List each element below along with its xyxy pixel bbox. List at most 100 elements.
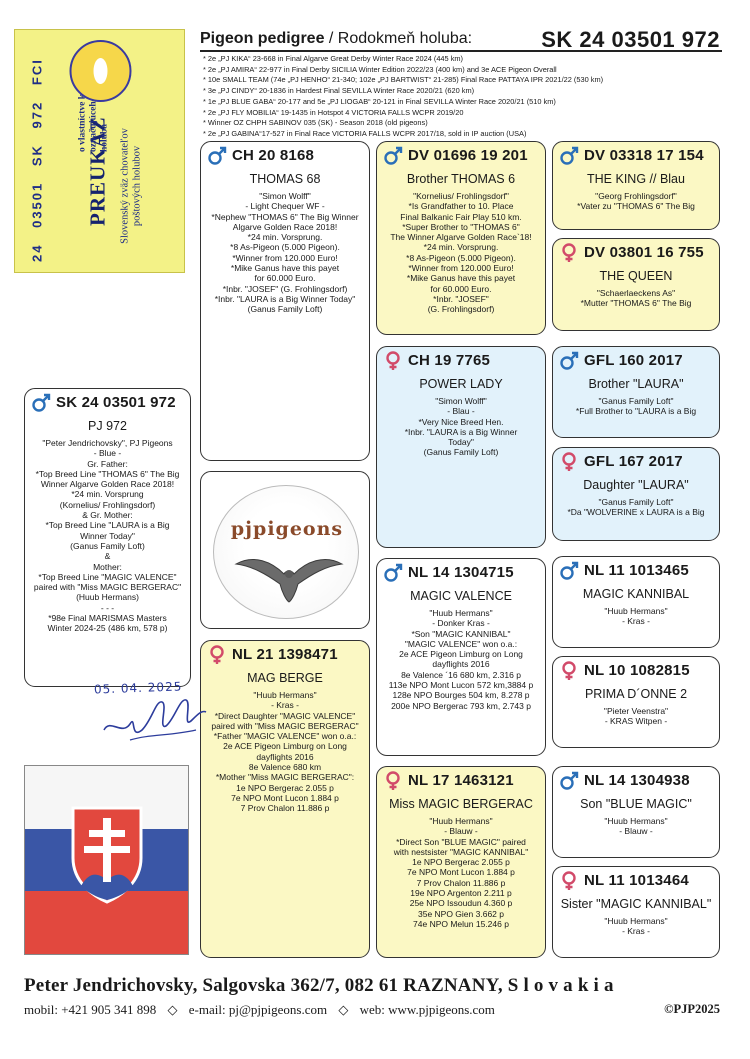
description-line: "Huub Hermans"	[380, 816, 542, 826]
pigeon-card-sire-dam: CH 19 7765POWER LADY "Simon Wolff"- Blau …	[376, 346, 546, 548]
male-symbol-icon	[31, 393, 51, 413]
mobile-number: mobil: +421 905 341 898	[24, 1002, 156, 1017]
female-symbol-icon	[207, 645, 227, 665]
ring-number: GFL 167 2017	[584, 453, 683, 470]
page-title: Pigeon pedigree / Rodokmeň holuba:	[200, 30, 472, 48]
result-item: * 1e „PJ BLUE GABA“ 20-177 and 5e „PJ LI…	[203, 97, 723, 108]
pigeon-description: "Ganus Family Loft"*Full Brother to "LAU…	[553, 396, 719, 417]
description-line: "Huub Hermans"	[380, 608, 542, 618]
pigeon-name: Brother "LAURA"	[553, 377, 719, 391]
card-header: NL 21 1398471	[201, 641, 369, 665]
result-item: * 3e „PJ CINDY“ 20-1836 in Hardest Final…	[203, 86, 723, 97]
description-line: 2e ACE Pigeon Limburg on Long	[380, 649, 542, 659]
ring-number: GFL 160 2017	[584, 352, 683, 369]
logo-text: pjpigeons	[214, 518, 360, 540]
description-line: Mother:	[28, 562, 187, 572]
description-line: *Vater zu "THOMAS 6" The Big	[556, 201, 716, 211]
ring-number: CH 20 8168	[232, 147, 314, 164]
separator-diamond: ◇	[168, 1002, 178, 1017]
pigeon-name: THOMAS 68	[201, 172, 369, 186]
description-line: *8 As-Pigeon (5.000 Pigeon).	[204, 242, 366, 252]
description-line: *24 min. Vorsprung.	[204, 232, 366, 242]
description-line: 35e NPO Gien 3.662 p	[380, 909, 542, 919]
description-line: *Mike Ganus have this payet	[380, 273, 542, 283]
ring-number: NL 14 1304715	[408, 564, 514, 581]
description-line: 7e NPO Mont Lucon 1.884 p	[204, 793, 366, 803]
description-line: *24 min. Vorsprung	[28, 489, 187, 499]
description-line: "Huub Hermans"	[556, 606, 716, 616]
description-line: *Inbr. "JOSEF" (G. Frohlingsdorf)	[204, 284, 366, 294]
female-symbol-icon	[559, 452, 579, 472]
description-line: "Ganus Family Loft"	[556, 497, 716, 507]
card-header: DV 01696 19 201	[377, 142, 545, 166]
ring-number: NL 11 1013465	[584, 562, 689, 579]
description-line: *Super Brother to "THOMAS 6"	[380, 222, 542, 232]
card-header: NL 10 1082815	[553, 657, 719, 681]
female-symbol-icon	[559, 871, 579, 891]
ring-number: NL 14 1304938	[584, 772, 690, 789]
card-header: DV 03801 16 755	[553, 239, 719, 263]
association-logo	[69, 40, 131, 102]
card-header: GFL 167 2017	[553, 448, 719, 472]
description-line: dayflights 2016	[204, 752, 366, 762]
ring-number: DV 03318 17 154	[584, 147, 704, 164]
description-line: *Da "WOLVERINE x LAURA is a Big	[556, 507, 716, 517]
description-line: Final Balkanic Fair Play 510 km.	[380, 212, 542, 222]
description-line: 7e NPO Mont Lucon 1.884 p	[380, 867, 542, 877]
email-link[interactable]: e-mail: pj@pjpigeons.com	[189, 1002, 327, 1017]
description-line: *Top Breed Line "LAURA is a Big	[28, 520, 187, 530]
description-line: with nestsister "MAGIC KANNIBAL"	[380, 847, 542, 857]
description-line: 113e NPO Mont Lucon 572 km,3884 p	[380, 680, 542, 690]
pigeon-name: PJ 972	[25, 419, 190, 433]
web-link[interactable]: web: www.pjpigeons.com	[360, 1002, 495, 1017]
male-symbol-icon	[559, 146, 579, 166]
pigeon-name: Miss MAGIC BERGERAC	[377, 797, 545, 811]
pigeon-name: Daughter "LAURA"	[553, 478, 719, 492]
ring-year: 24	[29, 244, 44, 262]
description-line: 2e ACE Pigeon Limburg on Long	[204, 741, 366, 751]
association-name: Slovenský zväz chovateľov poštových holu…	[119, 106, 143, 266]
description-line: 8e Valence ´16 680 km, 2.316 p	[380, 670, 542, 680]
pigeon-name: PRIMA D´ONNE 2	[553, 687, 719, 701]
description-line: *Is Grandfather to 10. Place	[380, 201, 542, 211]
header-divider	[200, 50, 722, 52]
breeder-address: Peter Jendrichovsky, Salgovska 362/7, 08…	[24, 975, 614, 997]
description-line: "Georg Frohlingsdorf"	[556, 191, 716, 201]
ownership-ring-number: 24 03501 SK 972 FCI	[29, 48, 44, 262]
pigeon-name: Sister "MAGIC KANNIBAL"	[553, 897, 719, 911]
male-symbol-icon	[207, 146, 227, 166]
title-en: Pigeon pedigree	[200, 30, 324, 47]
result-item: * 10e SMALL TEAM (74e „PJ HENHO“ 21-340;…	[203, 75, 723, 86]
description-line: *Top Breed Line "MAGIC VALENCE"	[28, 572, 187, 582]
ring-number: CH 19 7765	[408, 352, 490, 369]
description-line: "Pieter Veenstra"	[556, 706, 716, 716]
description-line: (Ganus Family Loft)	[380, 447, 542, 457]
description-line: "Huub Hermans"	[556, 916, 716, 926]
pigeon-description: "Huub Hermans"- Blauw -*Direct Son "BLUE…	[377, 816, 545, 929]
description-line: *Top Breed Line "THOMAS 6" The Big	[28, 469, 187, 479]
description-line: Winner Algarve Golden Race 2018!	[28, 479, 187, 489]
ring-number: NL 17 1463121	[408, 772, 514, 789]
pigeon-name: POWER LADY	[377, 377, 545, 391]
result-item: * 2e „PJ FLY MOBILIA“ 19-1435 in Hotspot…	[203, 108, 723, 119]
pigeon-description: "Simon Wolff"- Light Chequer WF -*Nephew…	[201, 191, 369, 315]
ring-number: NL 21 1398471	[232, 646, 338, 663]
description-line: paired with "Miss MAGIC BERGERAC"	[204, 721, 366, 731]
pigeon-description: "Simon Wolff"- Blau -*Very Nice Breed He…	[377, 396, 545, 458]
description-line: "Simon Wolff"	[380, 396, 542, 406]
description-line: "Ganus Family Loft"	[556, 396, 716, 406]
description-line: (Ganus Family Loft)	[28, 541, 187, 551]
pigeon-card-dam-sire: NL 14 1304715MAGIC VALENCE"Huub Hermans"…	[376, 558, 546, 756]
ring-country: SK	[29, 144, 44, 166]
description-line: The Winner Algarve Golden Race`18!	[380, 232, 542, 242]
description-line: Winner Today"	[28, 531, 187, 541]
description-line: *Mike Ganus have this payet	[204, 263, 366, 273]
description-line: 1e NPO Bergerac 2.055 p	[204, 783, 366, 793]
signature	[100, 690, 210, 750]
contact-line: mobil: +421 905 341 898 ◇ e-mail: pj@pjp…	[24, 1002, 495, 1018]
